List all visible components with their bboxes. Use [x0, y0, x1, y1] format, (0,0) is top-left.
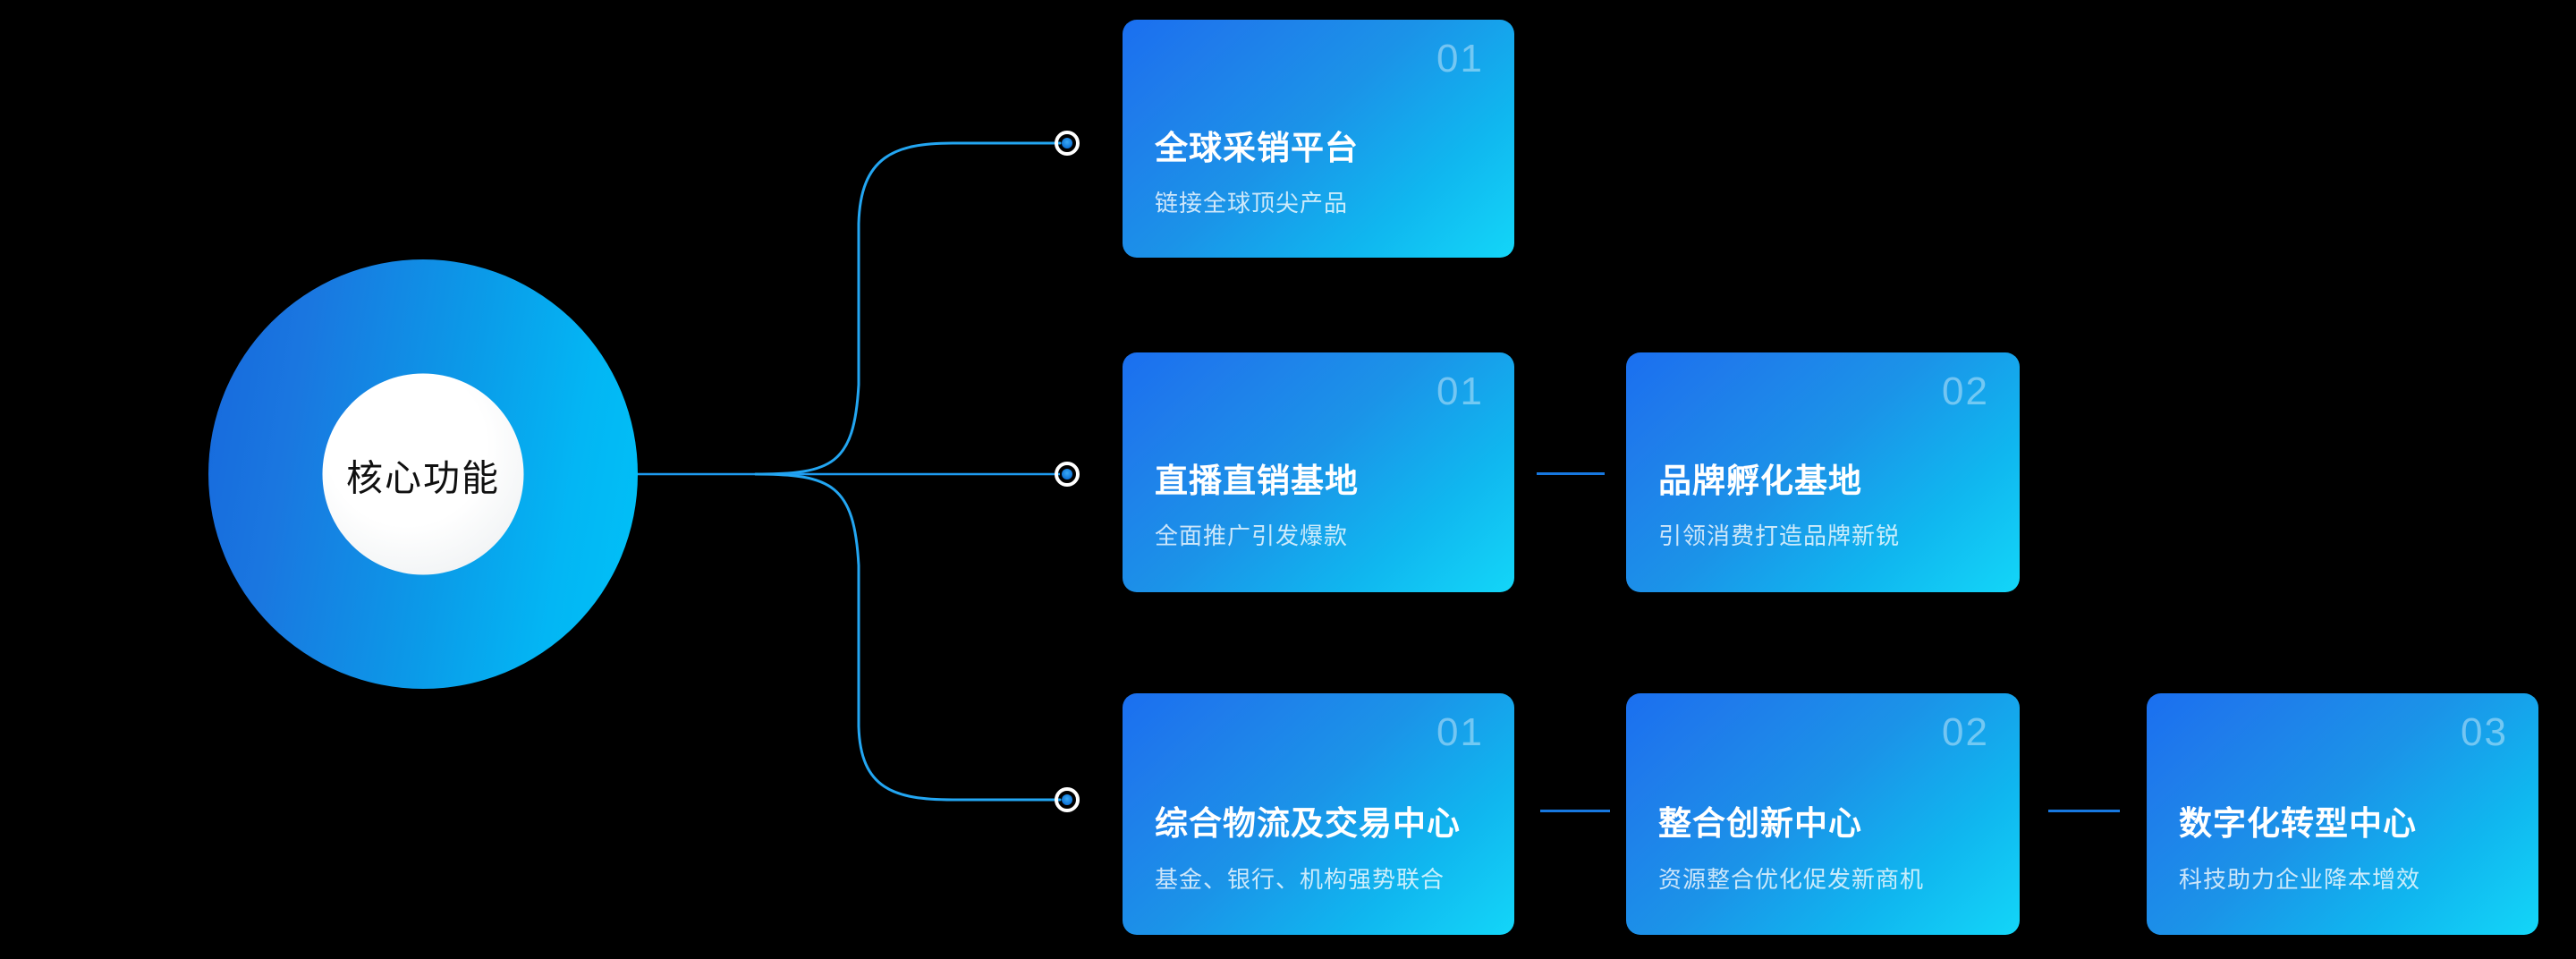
card-title: 整合创新中心: [1658, 805, 1862, 842]
card-subtitle: 资源整合优化促发新商机: [1658, 866, 1925, 893]
card-branch3-3[interactable]: 03 数字化转型中心 科技助力企业降本增效: [2147, 693, 2538, 935]
card-subtitle: 基金、银行、机构强势联合: [1155, 866, 1445, 893]
card-branch2-1[interactable]: 01 直播直销基地 全面推广引发爆款: [1123, 352, 1514, 592]
card-subtitle: 链接全球顶尖产品: [1155, 190, 1349, 216]
card-number: 01: [1436, 710, 1484, 754]
card-link-row3-a: [1540, 810, 1610, 812]
card-number: 03: [2461, 710, 2508, 754]
wire-branch-3: [754, 472, 1062, 802]
card-title: 综合物流及交易中心: [1155, 805, 1461, 842]
card-branch3-1[interactable]: 01 综合物流及交易中心 基金、银行、机构强势联合: [1123, 693, 1514, 935]
branch-endpoint-dot-3[interactable]: [1055, 787, 1080, 812]
card-link-row2: [1537, 472, 1605, 475]
card-number: 01: [1436, 369, 1484, 413]
core-hub-label: 核心功能: [346, 457, 500, 498]
card-subtitle: 全面推广引发爆款: [1155, 522, 1349, 549]
card-link-row3-b: [2048, 810, 2120, 812]
card-number: 02: [1942, 710, 1989, 754]
card-branch3-2[interactable]: 02 整合创新中心 资源整合优化促发新商机: [1626, 693, 2020, 935]
card-number: 02: [1942, 369, 1989, 413]
card-title: 直播直销基地: [1155, 463, 1359, 499]
card-title: 品牌孵化基地: [1658, 463, 1862, 499]
card-subtitle: 引领消费打造品牌新锐: [1658, 522, 1901, 549]
card-subtitle: 科技助力企业降本增效: [2179, 866, 2421, 893]
core-hub-inner: 核心功能: [322, 373, 524, 575]
branch-endpoint-dot-1[interactable]: [1055, 131, 1080, 156]
wire-branch-1: [754, 141, 1062, 476]
card-branch1-1[interactable]: 01 全球采销平台 链接全球顶尖产品: [1123, 20, 1514, 258]
card-number: 01: [1436, 37, 1484, 81]
card-branch2-2[interactable]: 02 品牌孵化基地 引领消费打造品牌新锐: [1626, 352, 2020, 592]
core-hub[interactable]: 核心功能: [208, 259, 638, 689]
card-title: 数字化转型中心: [2179, 805, 2417, 842]
branch-endpoint-dot-2[interactable]: [1055, 462, 1080, 487]
card-title: 全球采销平台: [1155, 130, 1359, 166]
